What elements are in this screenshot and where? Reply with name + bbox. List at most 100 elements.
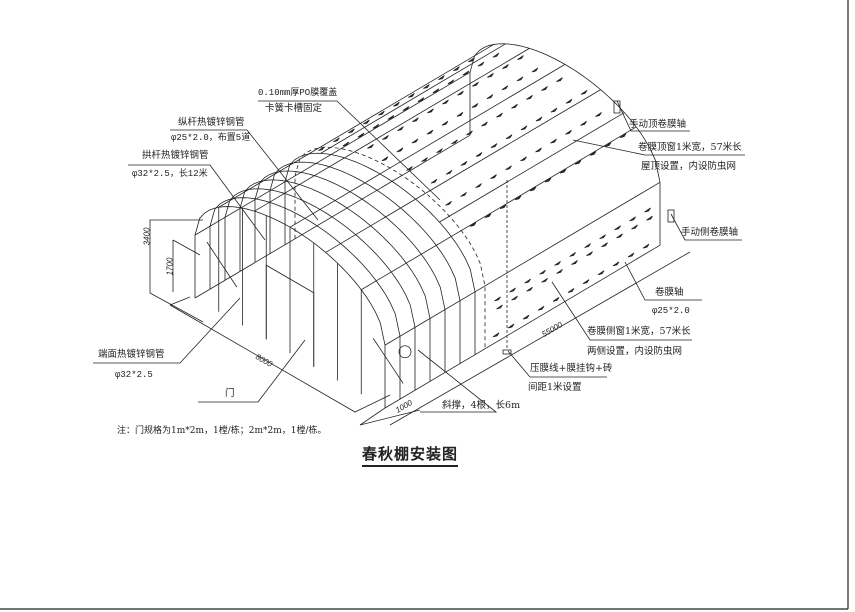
film-hatch-mark xyxy=(430,178,438,184)
film-hatch-mark xyxy=(644,207,651,213)
film-hatch-mark xyxy=(471,103,479,108)
film-hatch-mark xyxy=(569,252,576,257)
film-hatch-mark xyxy=(426,129,434,135)
film-hatch-mark xyxy=(468,57,475,63)
door-label: 门 xyxy=(225,388,235,399)
film-hatch-mark xyxy=(411,138,419,144)
film-hatch-mark xyxy=(496,304,503,310)
film-hatch-mark xyxy=(541,277,548,283)
film-cover-label: 0.10mm厚PO膜覆盖 xyxy=(258,88,338,98)
film-hatch-mark xyxy=(574,159,582,165)
film-hatch-mark xyxy=(460,161,468,166)
film-hatch-mark xyxy=(516,76,524,82)
film-hatch-mark xyxy=(505,134,513,140)
film-hatch-mark xyxy=(604,142,612,147)
film-hatch-mark xyxy=(509,287,516,293)
film-hatch-mark xyxy=(490,143,498,149)
film-hatch-mark xyxy=(387,115,395,120)
film-hatch-mark xyxy=(487,73,494,78)
film-hatch-mark xyxy=(505,165,512,171)
film-hatch-mark xyxy=(475,152,483,157)
leader-lines xyxy=(93,100,745,426)
press-line-label: 压膜线+膜挂钩+砖 xyxy=(530,363,613,374)
film-hatch-mark xyxy=(501,85,509,91)
film-hatch-mark xyxy=(586,251,593,257)
film-hatch-mark xyxy=(599,234,606,240)
film-hatch-mark xyxy=(466,130,473,136)
film-hatch-mark xyxy=(550,107,558,113)
film-hatch-mark xyxy=(423,84,430,89)
top-window-label: 卷膜顶窗1米宽，57米长 xyxy=(638,142,742,153)
film-hatch-mark xyxy=(571,260,578,265)
film-hatch-mark xyxy=(342,141,350,147)
film-hatch-mark xyxy=(582,279,590,284)
arch-label: 拱杆热镀锌钢管 xyxy=(142,150,209,161)
purlin xyxy=(194,134,471,299)
film-hatch-mark xyxy=(457,90,464,96)
top-roller-label: 手动顶卷膜轴 xyxy=(629,119,687,130)
film-hatch-mark xyxy=(363,119,370,125)
film-hatch-mark xyxy=(597,270,605,276)
end-pipe-spec-label: φ32*2.5 xyxy=(115,370,153,380)
side-shoulder-line xyxy=(194,71,471,236)
arch-rib xyxy=(294,146,486,349)
film-hatch-mark xyxy=(357,132,365,138)
film-hatch-mark xyxy=(642,243,650,249)
film-hatch-mark xyxy=(469,222,477,227)
film-hatch-mark xyxy=(514,195,522,201)
arch-rib xyxy=(239,179,431,382)
film-hatch-mark xyxy=(522,314,530,320)
brace-label: 斜撑，4根，长6m xyxy=(442,400,521,411)
film-hatch-mark xyxy=(333,137,340,143)
purlin-spec-label: φ25*2.0，布置5道 xyxy=(171,133,251,143)
film-hatch-mark xyxy=(441,120,449,126)
film-hatch-mark xyxy=(535,116,543,122)
film-hatch-mark xyxy=(520,125,528,131)
film-hatch-mark xyxy=(402,106,410,111)
film-hatch-mark xyxy=(393,101,400,107)
film-hatch-mark xyxy=(595,112,602,117)
film-hatch-mark xyxy=(556,269,563,274)
film-hatch-mark xyxy=(382,135,389,140)
film-hatch-mark xyxy=(438,75,445,81)
film-hatch-mark xyxy=(589,151,597,156)
film-hatch-mark xyxy=(408,93,415,98)
press-line-spacing-label: 间距1米设置 xyxy=(528,382,582,393)
film-hatch-mark xyxy=(436,148,443,154)
purlin-label: 纵杆热镀锌钢管 xyxy=(178,117,245,128)
film-hatch-mark xyxy=(447,79,455,85)
film-hatch-mark xyxy=(378,110,385,116)
roll-film-line xyxy=(320,43,506,154)
film-hatch-mark xyxy=(481,121,488,127)
film-hatch-mark xyxy=(367,144,374,149)
film-hatch-mark xyxy=(511,295,518,301)
film-hatch-mark xyxy=(612,261,620,267)
film-hatch-mark xyxy=(445,200,452,206)
brace xyxy=(372,338,404,384)
purlin xyxy=(254,48,530,212)
rear-arch xyxy=(469,43,661,246)
film-hatch-mark xyxy=(601,242,608,248)
side-window-note: 两侧设置，内设防虫网 xyxy=(587,346,683,357)
film-hatch-mark xyxy=(539,269,546,275)
film-hatch-mark xyxy=(397,126,404,132)
film-hatch-mark xyxy=(614,225,621,231)
film-hatch-mark xyxy=(627,252,635,258)
film-hatch-mark xyxy=(507,323,515,329)
vent-hole xyxy=(398,345,412,359)
film-hatch-mark xyxy=(541,86,548,91)
film-hatch-mark xyxy=(442,99,449,105)
film-hatch-mark xyxy=(629,216,636,222)
dim-shoulder-height: 1700 xyxy=(165,257,175,276)
film-hatch-mark xyxy=(529,186,537,192)
film-hatch-mark xyxy=(456,112,464,117)
film-hatch-mark xyxy=(502,64,509,69)
door-spec-note: 注：门规格为1m*2m，1樘/栋；2m*2m，1樘/栋。 xyxy=(117,426,327,436)
film-hatch-mark xyxy=(544,177,552,183)
brace xyxy=(206,241,238,288)
film-hatch-mark xyxy=(412,117,419,123)
film-hatch-mark xyxy=(646,215,653,221)
film-hatch-mark xyxy=(565,98,573,104)
film-hatch-mark xyxy=(348,128,355,134)
